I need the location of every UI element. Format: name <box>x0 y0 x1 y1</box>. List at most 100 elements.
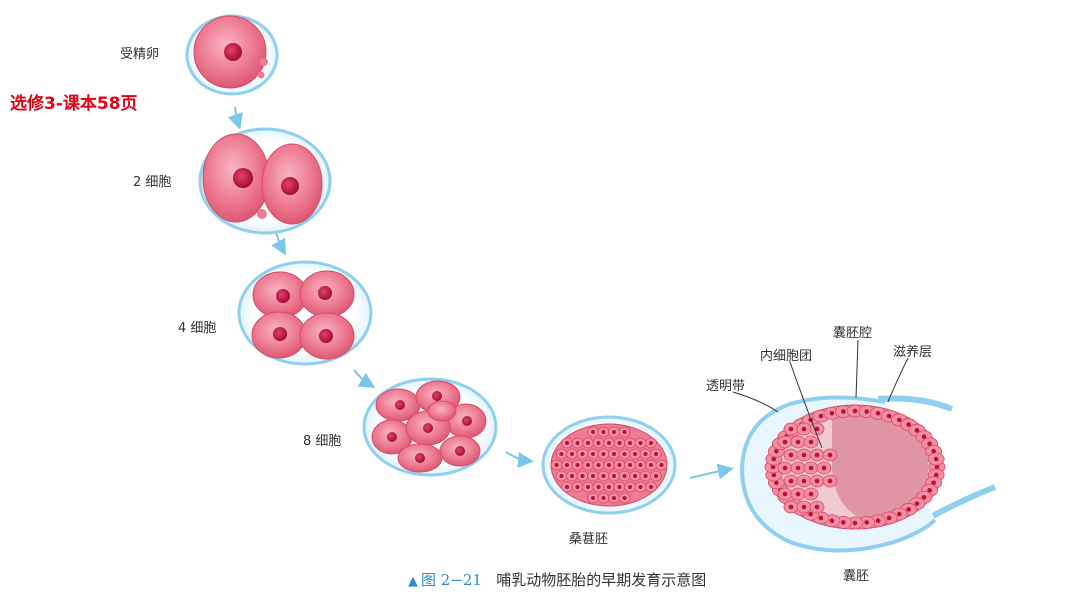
cell-nucleus <box>876 518 881 523</box>
cell-nucleus <box>576 485 580 489</box>
cell-nucleus <box>864 409 869 414</box>
cell-nucleus <box>618 463 622 467</box>
cell-nucleus <box>934 457 939 462</box>
cell-nucleus <box>789 453 794 458</box>
cell-nucleus <box>660 463 664 467</box>
leader-trophoblast <box>888 358 908 402</box>
caption-triangle-icon: ▲ <box>408 574 418 589</box>
cell-nucleus <box>607 485 611 489</box>
cell-nucleus <box>586 463 590 467</box>
cell-nucleus <box>623 430 627 434</box>
label-2-cell: 2 细胞 <box>133 171 171 190</box>
textbook-page-note: 选修3-课本58页 <box>10 89 138 114</box>
cell-nucleus <box>649 463 653 467</box>
cell-nucleus <box>808 512 813 517</box>
cell-nucleus <box>864 520 869 525</box>
cell-nucleus <box>602 430 606 434</box>
cell-nucleus <box>815 453 820 458</box>
cell-nucleus <box>809 492 814 497</box>
cell-nucleus <box>649 441 653 445</box>
label-zona-pellucida: 透明带 <box>706 375 745 394</box>
cell-nucleus <box>607 463 611 467</box>
leader-cavity <box>856 340 858 398</box>
cell-nucleus <box>802 427 807 432</box>
arrow-2cell-to-4cell <box>276 232 284 252</box>
cell-nucleus <box>853 409 858 414</box>
label-morula: 桑葚胚 <box>569 528 608 547</box>
cell-nucleus <box>815 505 820 510</box>
four-cell-embryo <box>239 262 371 364</box>
zygote-cell <box>187 16 277 94</box>
cell-nucleus <box>628 463 632 467</box>
label-trophoblast: 滋养层 <box>893 341 932 360</box>
cell-nucleus <box>809 440 814 445</box>
arrow-8cell-to-morula <box>506 452 530 461</box>
label-inner-cell-mass: 内细胞团 <box>760 345 812 364</box>
cell-nucleus <box>654 474 658 478</box>
cell-nucleus <box>906 422 911 427</box>
cell-nucleus <box>623 474 627 478</box>
cell-nucleus <box>789 505 794 510</box>
figure-number: 图 2−21 <box>421 571 482 589</box>
morula-cells <box>551 427 667 503</box>
cell-nucleus <box>597 463 601 467</box>
cell-nucleus <box>628 485 632 489</box>
cell-nucleus <box>876 411 881 416</box>
cell-nucleus <box>602 452 606 456</box>
cell-nucleus <box>628 441 632 445</box>
cell-nucleus <box>581 474 585 478</box>
cell-nucleus <box>623 452 627 456</box>
cell-nucleus <box>639 441 643 445</box>
cell-nucleus <box>796 440 801 445</box>
cell-nucleus <box>618 485 622 489</box>
cell-nucleus <box>602 474 606 478</box>
cell-nucleus <box>570 474 574 478</box>
cell-nucleus <box>819 414 824 419</box>
cell-nucleus <box>602 496 606 500</box>
label-blastocoel: 囊胚腔 <box>833 322 872 341</box>
cell-nucleus <box>612 430 616 434</box>
cell-nucleus <box>809 466 814 471</box>
cell-nucleus <box>591 474 595 478</box>
cell-nucleus <box>654 452 658 456</box>
cell-nucleus <box>565 463 569 467</box>
cell-nucleus <box>796 466 801 471</box>
cell-nucleus <box>644 452 648 456</box>
cell-nucleus <box>796 492 801 497</box>
arrow-zygote-to-2cell <box>235 107 239 126</box>
cell-nucleus <box>560 452 564 456</box>
cell-nucleus <box>612 452 616 456</box>
label-4-cell: 4 细胞 <box>178 317 216 336</box>
cell-nucleus <box>783 440 788 445</box>
cell-nucleus <box>597 485 601 489</box>
cell-nucleus <box>649 485 653 489</box>
cell-nucleus <box>565 485 569 489</box>
cell-nucleus <box>802 453 807 458</box>
cell-nucleus <box>897 512 902 517</box>
cell-nucleus <box>633 452 637 456</box>
cell-nucleus <box>819 516 824 521</box>
cell-nucleus <box>623 496 627 500</box>
cell-nucleus <box>853 521 858 526</box>
cell-nucleus <box>841 409 846 414</box>
cell-nucleus <box>586 441 590 445</box>
cell-nucleus <box>597 441 601 445</box>
cell-nucleus <box>560 474 564 478</box>
cell-nucleus <box>802 479 807 484</box>
cell-nucleus <box>644 474 648 478</box>
cell-nucleus <box>639 485 643 489</box>
cell-nucleus <box>612 496 616 500</box>
cell-nucleus <box>612 474 616 478</box>
cell-nucleus <box>783 466 788 471</box>
cell-nucleus <box>822 466 827 471</box>
cell-nucleus <box>906 507 911 512</box>
cell-nucleus <box>887 414 892 419</box>
cell-nucleus <box>828 453 833 458</box>
cell-nucleus <box>828 479 833 484</box>
cell-nucleus <box>633 474 637 478</box>
figure-caption: ▲图 2−21 哺乳动物胚胎的早期发育示意图 <box>408 569 706 590</box>
cell-nucleus <box>576 441 580 445</box>
cell-nucleus <box>576 463 580 467</box>
leader-zona <box>733 392 778 412</box>
